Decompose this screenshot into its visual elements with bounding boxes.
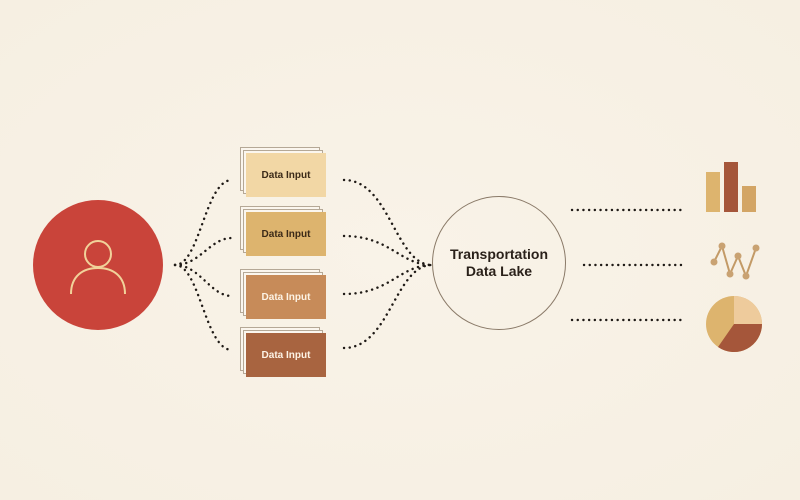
data-input-card-3: Data Input	[240, 269, 326, 319]
data-input-label: Data Input	[246, 333, 326, 377]
connector-user-input-3	[173, 263, 234, 298]
bar-2	[724, 162, 738, 212]
data-input-card-4: Data Input	[240, 327, 326, 377]
bar-3	[742, 186, 756, 212]
connector-input-2-lake	[342, 234, 434, 267]
data-lake-title: Transportation Data Lake	[449, 246, 548, 279]
connector-input-4-lake	[342, 263, 434, 350]
connector-user-input-2	[173, 236, 234, 267]
connector-user-input-1	[173, 178, 234, 267]
bar-chart-icon	[706, 162, 756, 212]
pie-chart-icon	[706, 296, 762, 353]
pie-slice-light	[734, 296, 762, 324]
data-input-card-1: Data Input	[240, 147, 326, 197]
user-icon	[70, 240, 126, 295]
user-node	[33, 200, 163, 330]
data-lake-node: Transportation Data Lake	[432, 196, 566, 330]
connector-input-3-lake	[342, 263, 434, 296]
line-chart-icon	[710, 242, 760, 280]
data-input-label: Data Input	[246, 275, 326, 319]
connector-input-1-lake	[342, 178, 434, 267]
data-input-card-2: Data Input	[240, 206, 326, 256]
pie-slice-dark	[718, 324, 762, 353]
connector-user-input-4	[173, 263, 234, 352]
bar-1	[706, 172, 720, 212]
data-input-label: Data Input	[246, 212, 326, 256]
data-input-label: Data Input	[246, 153, 326, 197]
